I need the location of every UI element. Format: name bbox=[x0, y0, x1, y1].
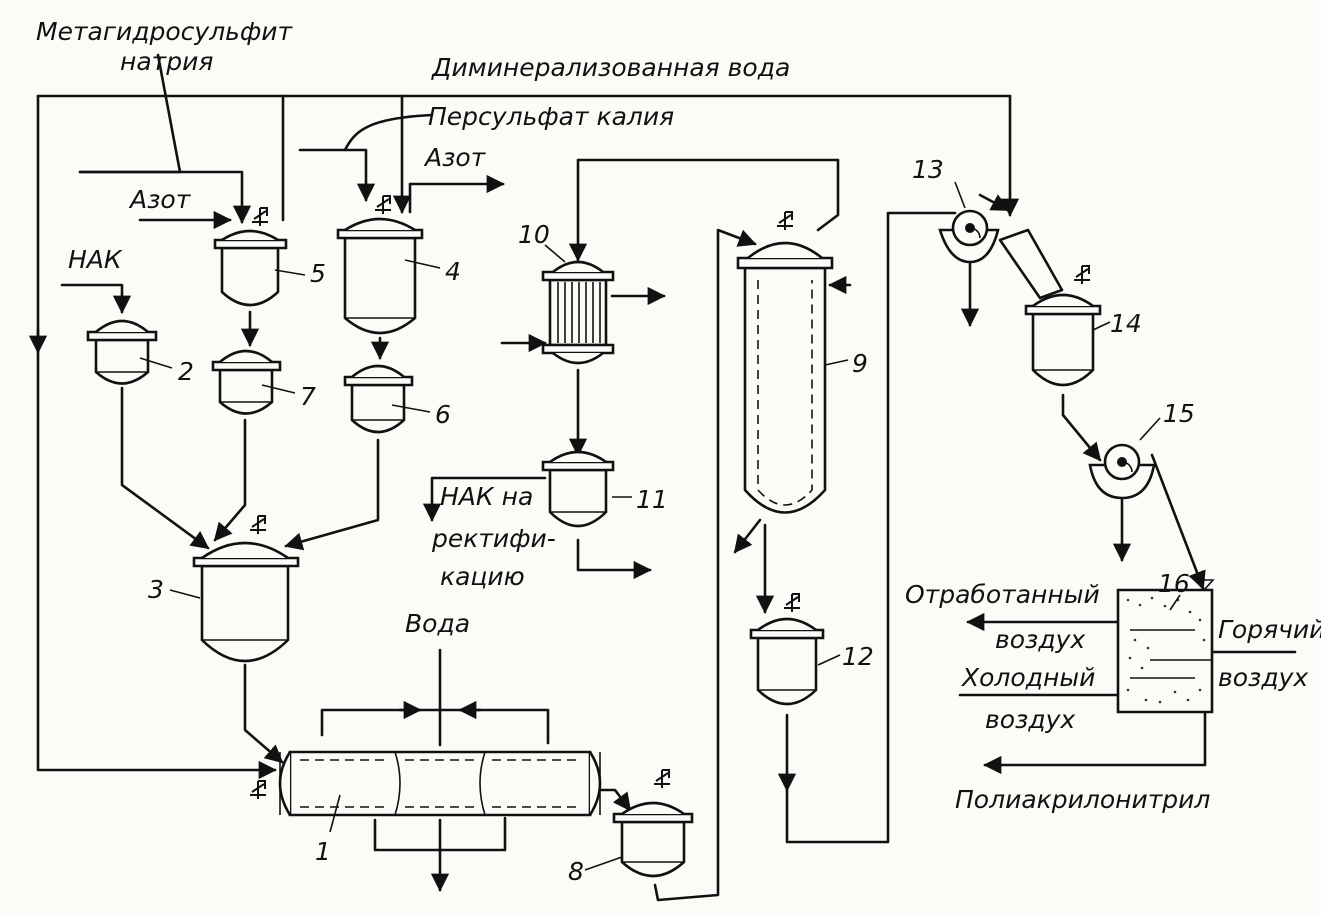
number-2: 2 bbox=[178, 357, 194, 386]
label-hot-air-2: воздух bbox=[1218, 663, 1308, 692]
number-16: 16 bbox=[1158, 569, 1190, 598]
label-cold-air-1: Холодный bbox=[960, 663, 1095, 692]
vessel-5 bbox=[213, 207, 288, 307]
vessel-11 bbox=[541, 450, 615, 528]
number-3: 3 bbox=[148, 575, 164, 604]
drum-filter-13 bbox=[938, 209, 1064, 300]
drum-filter-15 bbox=[1088, 443, 1156, 500]
number-1: 1 bbox=[315, 837, 331, 866]
number-4: 4 bbox=[445, 257, 461, 286]
equipment-numbers: 5 4 2 7 6 3 1 8 10 11 9 12 13 14 15 16 bbox=[139, 155, 1195, 886]
label-nitrogen-4: Азот bbox=[423, 143, 487, 172]
label-persulfate: Персульфат калия bbox=[428, 102, 674, 131]
vessel-4 bbox=[336, 195, 424, 335]
label-cold-air-2: воздух bbox=[985, 705, 1075, 734]
vessel-2 bbox=[86, 319, 158, 385]
dryer-16 bbox=[1116, 579, 1215, 714]
number-11: 11 bbox=[636, 485, 668, 514]
column-9 bbox=[736, 211, 834, 514]
label-nak-rect-2: ректифи- bbox=[431, 524, 556, 553]
label-sodium: натрия bbox=[120, 47, 213, 76]
number-8: 8 bbox=[568, 857, 584, 886]
label-metabisulfite: Метагидросульфит bbox=[36, 17, 294, 46]
label-polyacrylonitrile: Полиакрилонитрил bbox=[955, 785, 1210, 814]
vessel-7 bbox=[211, 349, 282, 415]
label-hot-air-1: Горячий bbox=[1218, 615, 1321, 644]
number-10: 10 bbox=[518, 220, 550, 249]
number-9: 9 bbox=[852, 349, 868, 378]
label-demin-water: Диминерализованная вода bbox=[431, 53, 790, 82]
vessel-14 bbox=[1024, 265, 1102, 387]
label-water: Вода bbox=[405, 609, 470, 638]
vessel-6 bbox=[343, 364, 414, 434]
label-nak: НАК bbox=[68, 245, 123, 274]
label-nak-rect-1: НАК на bbox=[440, 482, 533, 511]
vessel-8 bbox=[612, 769, 694, 878]
number-13: 13 bbox=[912, 155, 944, 184]
vessel-12 bbox=[749, 593, 825, 706]
vessel-3 bbox=[192, 515, 300, 663]
number-14: 14 bbox=[1110, 309, 1142, 338]
label-spent-air-1: Отработанный bbox=[905, 580, 1100, 609]
stream-labels: Метагидросульфит натрия Диминерализованн… bbox=[36, 17, 1321, 814]
heat-exchanger-10 bbox=[541, 260, 615, 365]
number-12: 12 bbox=[842, 642, 874, 671]
label-spent-air-2: воздух bbox=[995, 625, 1085, 654]
number-7: 7 bbox=[300, 382, 316, 411]
label-nitrogen-5: Азот bbox=[128, 185, 192, 214]
number-5: 5 bbox=[310, 259, 326, 288]
number-6: 6 bbox=[435, 400, 451, 429]
number-15: 15 bbox=[1163, 399, 1195, 428]
reactor-1 bbox=[249, 750, 602, 817]
label-nak-rect-3: кацию bbox=[440, 562, 525, 591]
